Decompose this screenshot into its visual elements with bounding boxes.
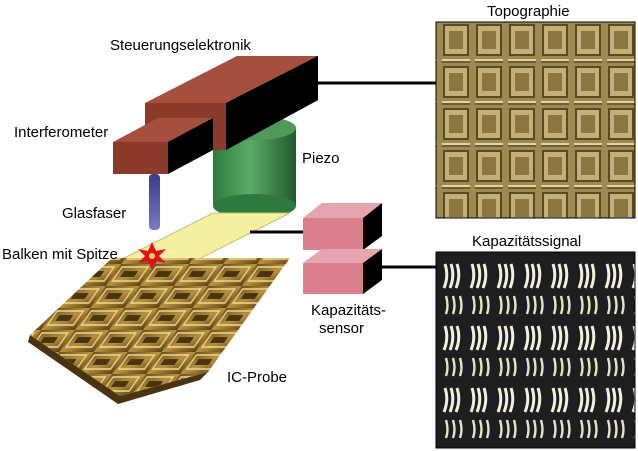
label-piezo: Piezo xyxy=(302,150,340,167)
topography-image xyxy=(435,21,636,219)
ic-sample-surface xyxy=(28,258,290,404)
laser-spark-icon xyxy=(138,242,166,270)
label-capacitance-signal: Kapazitätssignal xyxy=(472,233,581,250)
label-glass-fiber: Glasfaser xyxy=(62,205,126,222)
label-topography: Topographie xyxy=(487,3,570,20)
label-interferometer: Interferometer xyxy=(14,124,108,141)
connector-lines xyxy=(250,81,436,269)
capacitance-sensor-lower xyxy=(303,249,382,294)
interferometer-box xyxy=(113,118,213,174)
label-capacitance-sensor-line1: Kapazitäts- xyxy=(311,302,386,319)
label-control-electronics: Steuerungselektronik xyxy=(110,37,251,54)
label-ic-sample: IC-Probe xyxy=(227,369,287,386)
label-cantilever-with-tip: Balken mit Spitze xyxy=(2,246,118,263)
glass-fiber xyxy=(149,174,160,230)
label-capacitance-sensor-line2: sensor xyxy=(319,320,364,337)
capacitance-sensor-upper xyxy=(303,203,382,250)
capacitance-signal-image xyxy=(435,251,636,449)
